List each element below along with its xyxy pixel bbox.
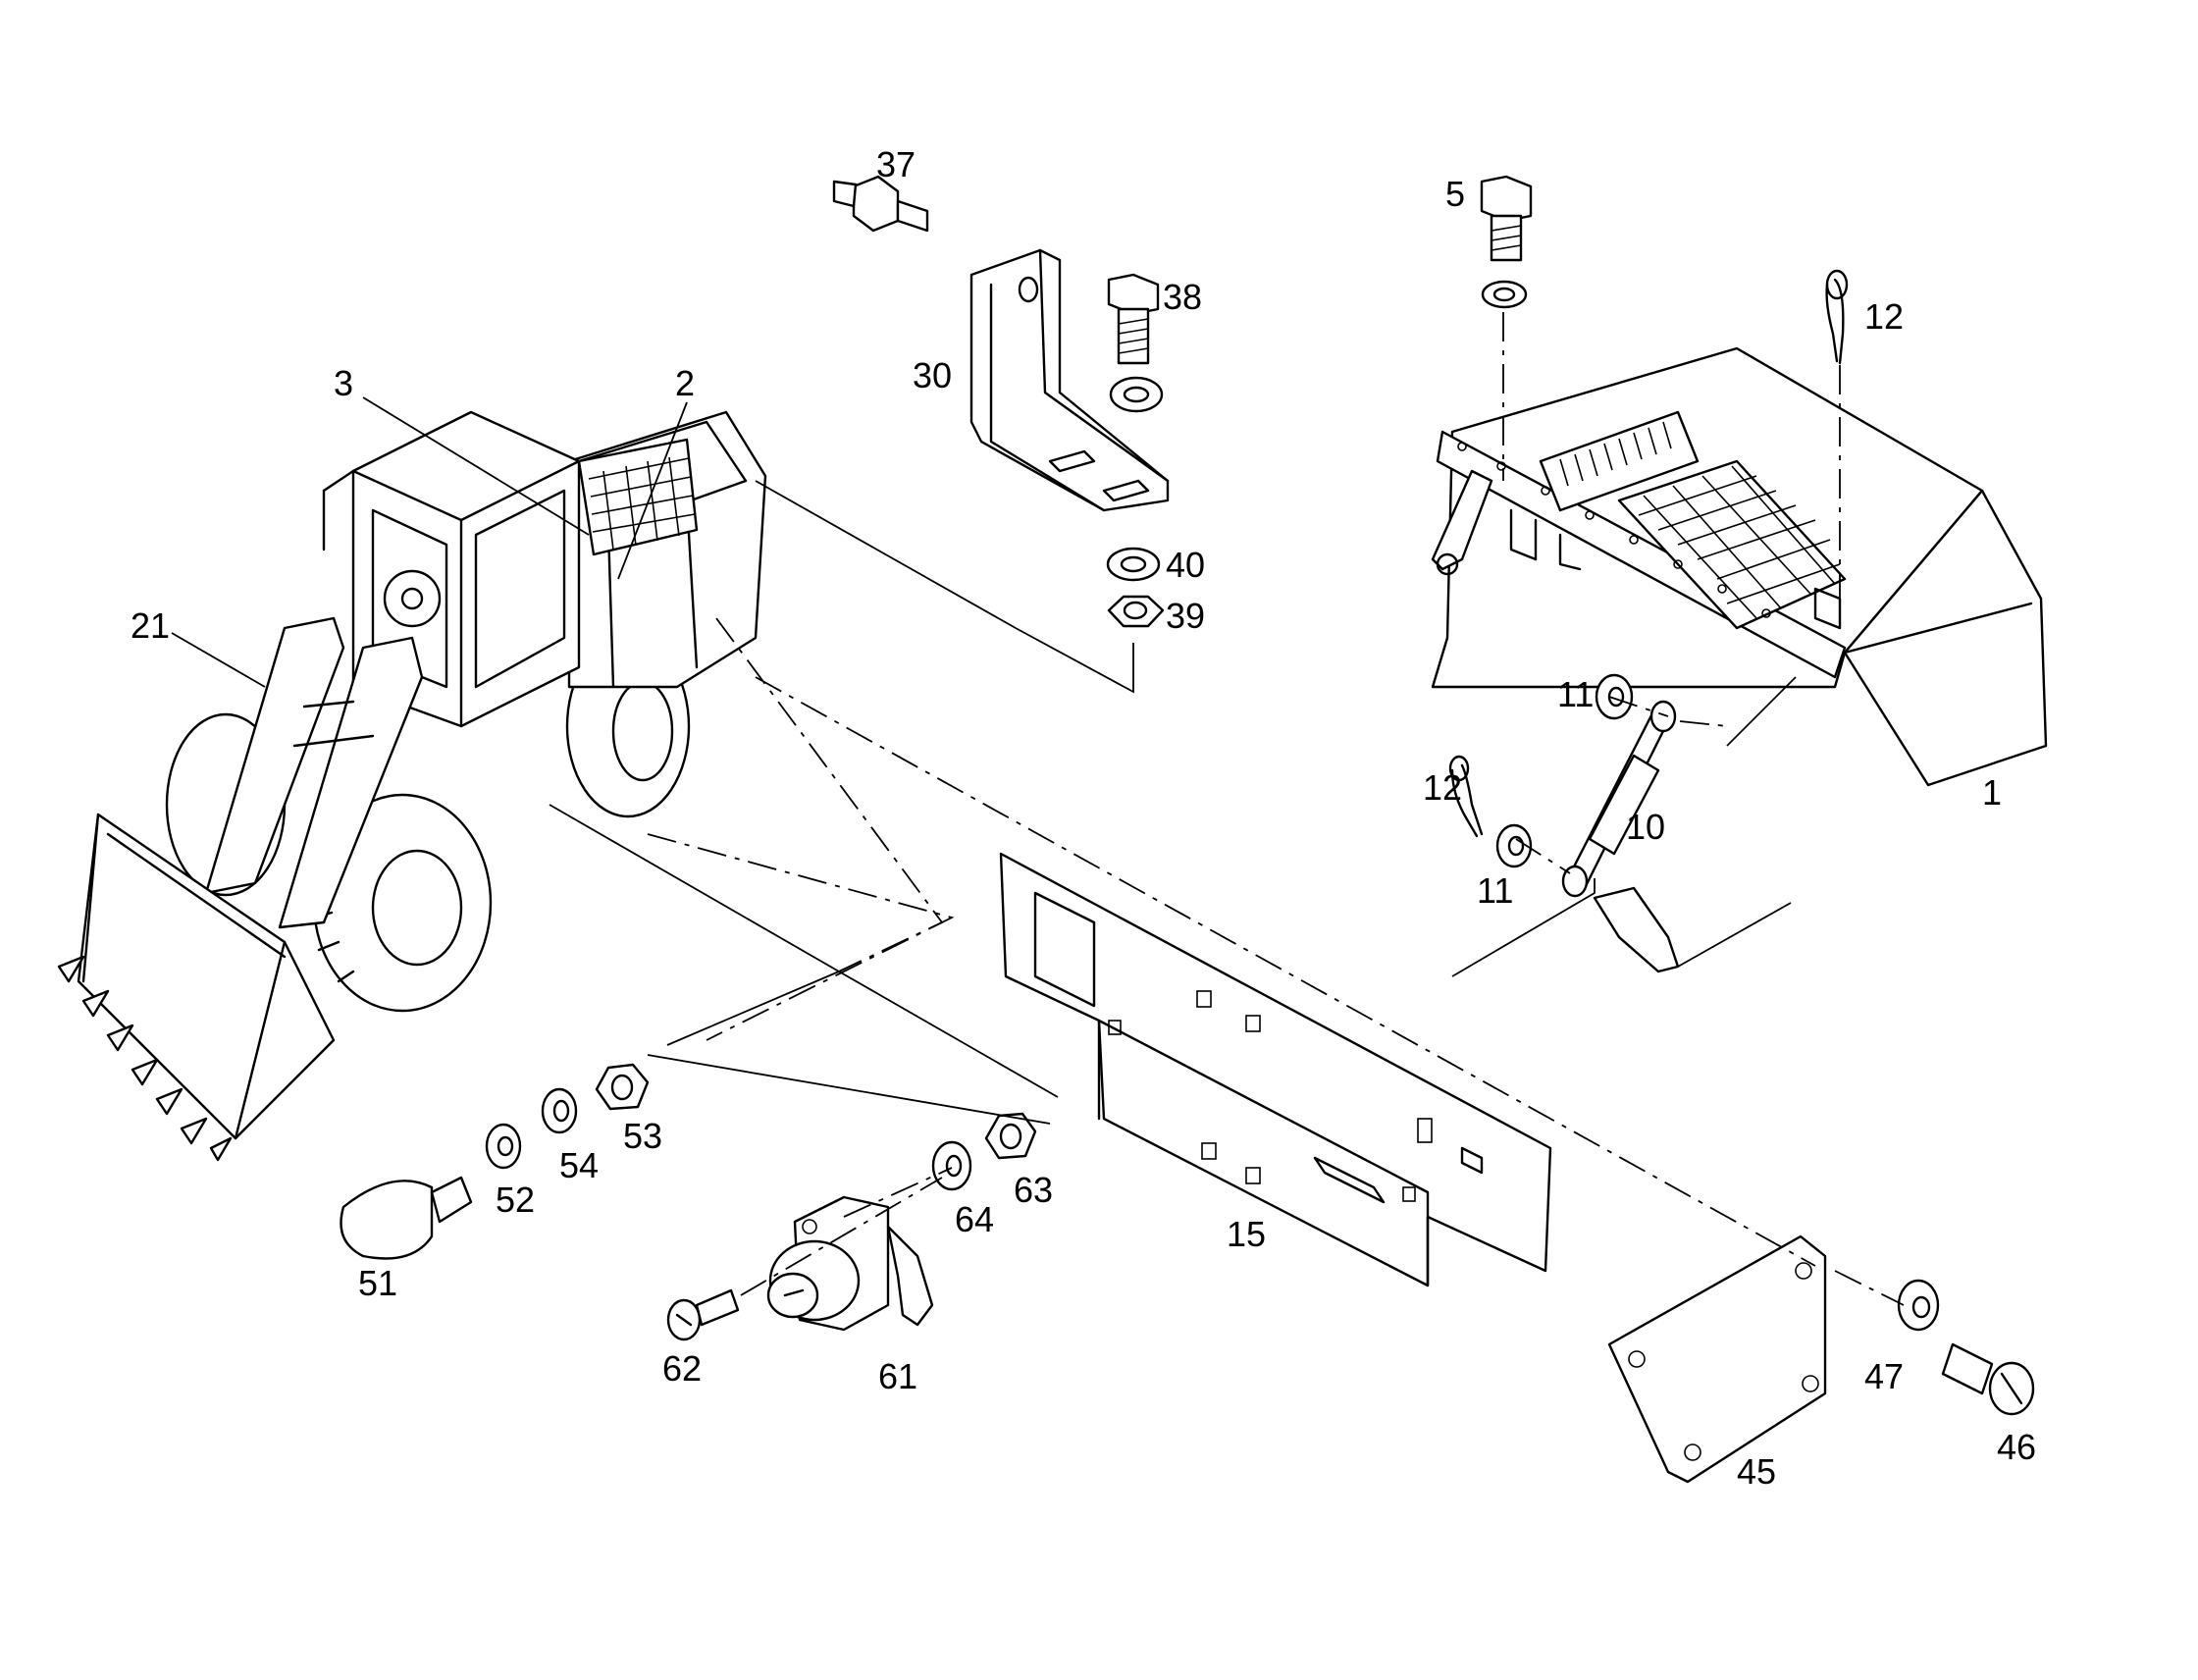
washer-38a: [1109, 376, 1164, 413]
callout-39: 39: [1166, 596, 1205, 636]
callout-53: 53: [623, 1116, 662, 1156]
cover-panel-icon: [999, 852, 1552, 1287]
callout-46: 46: [1997, 1427, 2036, 1467]
callout-2: 2: [675, 363, 695, 403]
engine-hood-icon: [1431, 346, 2048, 787]
knob-51: [340, 1176, 473, 1260]
callout-62: 62: [662, 1348, 702, 1389]
callout-45: 45: [1737, 1451, 1776, 1492]
washer-40: [1106, 547, 1161, 582]
stud-bolt-37: [832, 175, 929, 233]
callout-40: 40: [1166, 545, 1205, 585]
angle-bracket-30: [969, 248, 1170, 512]
callout-labels: 1 2 3 5 10 11 11 12 12 15 21 30 37 38 39…: [131, 144, 2036, 1492]
hex-nut-53: [595, 1063, 650, 1111]
slotted-screw-46: [1941, 1342, 2035, 1416]
cylinder-lock-icon: [766, 1195, 934, 1332]
callout-38: 38: [1163, 277, 1202, 317]
washer-11-upper: [1595, 673, 1634, 720]
cover-plate-45: [1607, 1234, 1827, 1484]
callout-10: 10: [1626, 807, 1665, 847]
callout-11-lower: 11: [1477, 870, 1513, 911]
callout-11-upper: 11: [1557, 674, 1594, 714]
spring-washer-54: [541, 1087, 578, 1134]
callout-37: 37: [876, 144, 916, 184]
washer-11-lower: [1495, 823, 1533, 868]
washer-64: [931, 1140, 972, 1191]
split-pin-12-lower: [1448, 755, 1484, 838]
callout-51: 51: [358, 1263, 397, 1303]
callout-12-lower: 12: [1423, 767, 1462, 808]
callout-5: 5: [1445, 174, 1465, 214]
callout-1: 1: [1982, 772, 2002, 813]
callout-61: 61: [878, 1356, 917, 1396]
callout-3: 3: [334, 363, 353, 403]
callout-30: 30: [913, 355, 952, 395]
callout-21: 21: [131, 605, 170, 646]
split-pin-12-upper: [1825, 269, 1849, 365]
gas-strut-10: [1561, 700, 1677, 898]
callout-54: 54: [559, 1145, 599, 1185]
screw-62: [666, 1288, 740, 1341]
callout-64: 64: [955, 1199, 994, 1239]
hex-bolt-5: [1480, 175, 1533, 309]
callout-12-upper: 12: [1864, 296, 1904, 337]
assembly-centerlines: [549, 480, 1905, 1306]
washer-47: [1897, 1279, 1940, 1332]
washer-52: [485, 1123, 522, 1170]
callout-52: 52: [496, 1180, 535, 1220]
callout-63: 63: [1014, 1170, 1053, 1210]
hex-nut-39: [1107, 595, 1165, 628]
leader-lines: [171, 396, 688, 688]
hex-bolt-38: [1107, 273, 1160, 365]
callout-15: 15: [1227, 1214, 1266, 1254]
wheel-loader-icon: [57, 410, 767, 1162]
callout-47: 47: [1864, 1356, 1904, 1396]
